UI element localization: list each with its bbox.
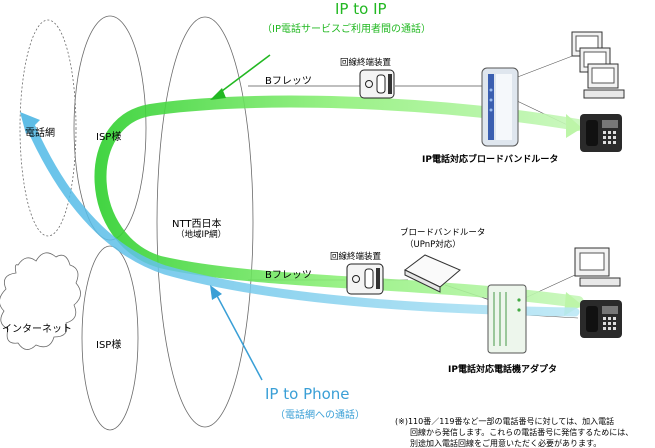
bb-router-lower	[404, 254, 461, 293]
ntt-sublabel: （地域IP網）	[176, 230, 227, 240]
ntt-label: NTT西日本	[172, 219, 222, 230]
note-line-3: 別途加入電話回線をご用意いただく必要があります。	[410, 439, 602, 448]
internet-cloud	[0, 252, 81, 350]
ip-to-ip-title: IP to IP	[335, 0, 387, 18]
phone-network-cloud	[19, 19, 77, 237]
ip-to-phone-title: IP to Phone	[265, 385, 350, 403]
ntt-cloud	[156, 16, 254, 428]
isp-lower-label: ISP様	[96, 340, 122, 351]
phone-network-label: 電話網	[25, 128, 55, 139]
ip-to-phone-subtitle: （電話網への通話）	[275, 410, 365, 421]
isp-lower-cloud	[81, 245, 139, 431]
ip-phone-router	[481, 67, 519, 147]
ip-to-phone-arrowhead	[20, 112, 40, 134]
ont-upper-label: 回線終端装置	[340, 58, 392, 68]
adapter-label: IP電話対応電話機アダプタ	[448, 365, 557, 375]
ont-device-upper	[359, 69, 395, 99]
ont-device-lower	[346, 263, 384, 295]
ip-to-ip-subtitle: （IP電話サービスご利用者間の通話）	[262, 24, 431, 35]
pc-stack-upper	[571, 31, 625, 99]
ont-lower-label: 回線終端装置	[330, 252, 382, 262]
bflets-lower-label: Bフレッツ	[265, 270, 312, 281]
ip-phone-upper	[580, 114, 622, 152]
note-line-1: (※)110番／119番など一部の電話番号に対しては、加入電話	[395, 417, 615, 426]
upnp-label: （UPnP対応）	[405, 240, 461, 250]
internet-label: インターネット	[2, 324, 72, 335]
bflets-upper-label: Bフレッツ	[265, 76, 312, 87]
pc-lower	[574, 247, 621, 287]
phone-adapter	[487, 284, 527, 354]
ip-to-phone-arrow	[25, 120, 580, 317]
ip-phone-lower	[580, 300, 622, 338]
note-line-2: 回線から発信します。これらの電話番号に発信するためには、	[410, 428, 634, 437]
router-upper-label: IP電話対応ブロードバンドルータ	[422, 155, 559, 165]
isp-upper-label: ISP様	[96, 132, 122, 143]
bb-router-label: ブロードバンドルータ	[400, 228, 486, 238]
ip-to-ip-arrowhead-upper	[566, 114, 582, 138]
